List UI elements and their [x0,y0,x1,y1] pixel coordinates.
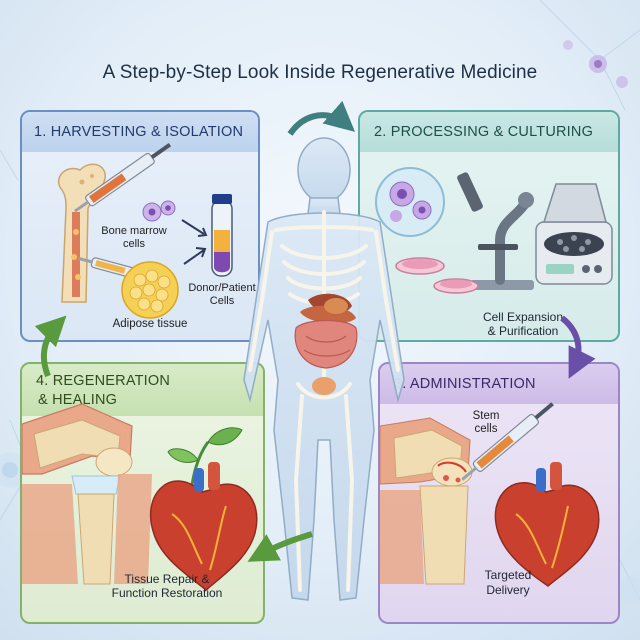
petri-dish-icon [395,257,479,294]
donor-cells-label: Donor/Patient Cells [188,282,256,307]
administration-caption: Targeted Delivery [484,568,532,597]
stem-cells-label: Stem cells [472,410,500,435]
injured-knee-icon [380,417,473,585]
arrow-step3-to-step4 [247,531,313,562]
step-regeneration-header: 4. REGENERATION & HEALING [22,364,263,416]
arrow-step2-to-step3 [560,315,596,379]
cell-icon [142,200,176,222]
syringe-icon [74,143,172,213]
step-harvesting-header: 1. HARVESTING & ISOLATION [22,112,258,152]
adipose-tissue-icon [121,261,179,319]
arrow-step4-to-step1 [34,315,67,378]
regeneration-illustration [22,403,258,591]
centrifuge-icon [535,183,613,285]
bone-marrow-label: Bone marrow cells [101,225,167,250]
adipose-label: Adipose tissue [112,318,188,330]
processing-caption-line1: Cell Expansion [482,310,564,324]
step-regeneration-header-line2: & HEALING [38,392,118,408]
step-processing-header: 2. PROCESSING & CULTURING [360,112,618,152]
cell-culture-bubble-icon [375,167,445,237]
cell-decoration-icon [563,40,628,88]
administration-illustration [380,402,600,587]
regeneration-caption-line2: Function Restoration [111,586,223,600]
step-regeneration-header-line1: 4. REGENERATION [36,373,171,389]
step-regeneration-panel: 4. REGENERATION & HEALING [20,362,265,624]
body-silhouette [243,137,405,601]
processing-illustration [375,167,613,294]
organ-icons [294,293,358,395]
processing-caption-line2: & Purification [487,324,559,338]
arrow-step1-to-step2 [287,100,356,136]
step-harvesting-panel: 1. HARVESTING & ISOLATION [20,110,260,342]
harvesting-illustration [57,143,233,319]
heart-icon [494,462,600,587]
syringe-icon [461,402,554,481]
microscope-icon [457,172,534,290]
knee-joint-icon [22,403,152,585]
page-title: A Step-by-Step Look Inside Regenerative … [102,62,538,83]
step-processing-panel: 2. PROCESSING & CULTURING [358,110,620,342]
test-tube-icon [211,194,233,277]
heart-icon [149,462,258,591]
step-administration-panel: 3. ADMINISTRATION [378,362,620,624]
regeneration-caption-line1: Tissue Repair & [124,572,210,586]
